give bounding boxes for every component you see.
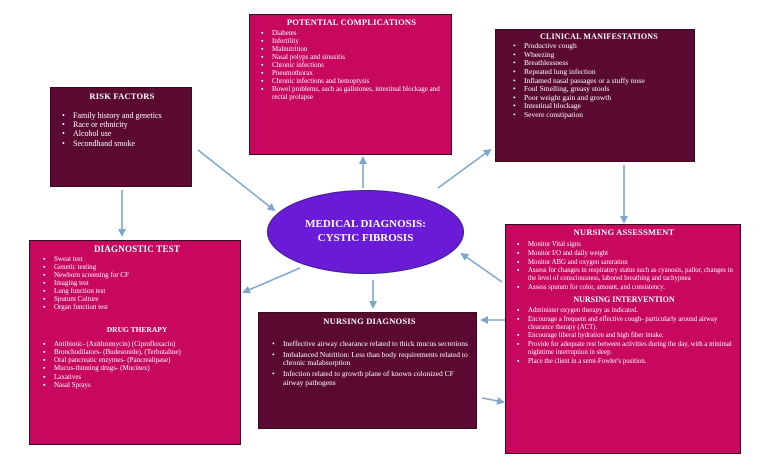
- nursing-assessment-title: NURSING ASSESSMENT: [573, 227, 675, 237]
- list-item: Oral pancreatic enzymes- (Pancrealipase): [40, 356, 234, 364]
- list-item: Chronic infections and hemoptysis: [258, 77, 445, 85]
- list-item: Alcohol use: [59, 129, 185, 138]
- list-item: Poor weight gain and growth: [510, 93, 688, 103]
- list-item: Pneumothorax: [258, 69, 445, 77]
- list-item: Encourage liberal hydration and high fib…: [514, 332, 734, 340]
- list-item: Nasal Sprays: [40, 381, 234, 389]
- list-item: Malnutrition: [258, 45, 445, 53]
- list-item: Diabetes: [258, 29, 445, 37]
- list-item: Monitor I/O and daily weight: [514, 250, 734, 258]
- list-item: Foul Smelling, greasy stools: [510, 84, 688, 94]
- center-line-2: CYSTIC FIBROSIS: [317, 232, 414, 244]
- list-item: Race or ethnicity: [59, 120, 185, 129]
- risk-factors-box: RISK FACTORS Family history and genetics…: [50, 87, 192, 187]
- list-item: Genetic testing: [40, 263, 234, 271]
- nursing-diagnosis-list: Ineffective airway clearance related to …: [269, 339, 470, 387]
- list-item: Lung function test: [40, 287, 234, 295]
- risk-factors-title: RISK FACTORS: [89, 91, 155, 101]
- list-item: Breathlessness: [510, 59, 688, 68]
- nursing-assessment-box: NURSING ASSESSMENT Monitor Vital signs M…: [505, 224, 741, 454]
- nursing-assessment-list: Monitor Vital signs Monitor I/O and dail…: [514, 241, 734, 292]
- list-item: Repeated lung infection: [510, 67, 688, 77]
- nursing-diagnosis-title: NURSING DIAGNOSIS: [323, 316, 416, 326]
- diagnostic-test-list: Sweat test Genetic testing Newborn scree…: [40, 255, 234, 311]
- arrow-center-to-manifestations: [437, 148, 492, 189]
- arrow-risk-to-center: [197, 149, 276, 212]
- list-item: Bowel problems, such as gallstones, inte…: [258, 85, 445, 101]
- list-item: Place the client in a semi-Fowler's posi…: [514, 358, 734, 366]
- list-item: Mucus-thinning drugs- (Mucinex): [40, 364, 234, 372]
- nursing-intervention-title: NURSING INTERVENTION: [573, 294, 675, 304]
- list-item: Assess sputum for color, amount, and con…: [514, 284, 734, 292]
- list-item: Assess for changes in respiratory status…: [514, 267, 734, 283]
- drug-therapy-title: DRUG THERAPY: [106, 325, 168, 335]
- list-item: Imbalanced Nutrition: Less than body req…: [269, 350, 470, 368]
- list-item: Productive cough: [510, 41, 688, 51]
- list-item: Secondhand smoke: [59, 139, 185, 148]
- potential-complications-title: POTENTIAL COMPLICATIONS: [286, 17, 417, 27]
- risk-factors-list: Family history and genetics Race or ethn…: [59, 111, 185, 148]
- list-item: Laxatives: [40, 373, 234, 381]
- list-item: Monitor Vital signs: [514, 241, 734, 249]
- clinical-manifestations-box: CLINICAL MANIFESTATIONS Productive cough…: [495, 29, 695, 162]
- list-item: Inflamed nasal passages or a stuffy nose: [510, 76, 688, 86]
- diagnostic-test-box: DIAGNOSTIC TEST Sweat test Genetic testi…: [29, 240, 241, 445]
- list-item: Administer oxygen therapy as indicated.: [514, 307, 734, 315]
- list-item: Severe constipation: [510, 110, 688, 120]
- nursing-intervention-list: Administer oxygen therapy as indicated. …: [514, 307, 734, 366]
- arrow-center-to-diagnostic: [242, 267, 301, 294]
- clinical-manifestations-title: CLINICAL MANIFESTATIONS: [540, 32, 658, 41]
- clinical-manifestations-list: Productive cough Wheezing Breathlessness…: [510, 41, 688, 120]
- center-line-1: MEDICAL DIAGNOSIS:: [305, 218, 426, 231]
- drug-therapy-list: Antibiotic- (Azithromycin) (Ciprofloxaci…: [40, 340, 234, 388]
- list-item: Imaging test: [40, 279, 234, 287]
- diagnostic-test-title: DIAGNOSTIC TEST: [93, 244, 181, 254]
- list-item: Infection related to growth plane of kno…: [269, 369, 470, 387]
- list-item: Antibiotic- (Azithromycin) (Ciprofloxaci…: [40, 340, 234, 348]
- arrow-assessment-to-center: [460, 252, 503, 283]
- list-item: Provide for adequate rest between activi…: [514, 341, 734, 357]
- list-item: Infertility: [258, 37, 445, 45]
- list-item: Newborn screening for CF: [40, 271, 234, 279]
- list-item: Monitor ABG and oxygen saturation: [514, 259, 734, 267]
- potential-complications-list: Diabetes Infertility Malnutrition Nasal …: [258, 29, 445, 101]
- nursing-diagnosis-box: NURSING DIAGNOSIS Ineffective airway cle…: [258, 312, 477, 429]
- potential-complications-box: POTENTIAL COMPLICATIONS Diabetes Inferti…: [249, 14, 452, 155]
- list-item: Ineffective airway clearance related to …: [269, 339, 470, 349]
- list-item: Wheezing: [510, 50, 688, 60]
- arrow-nursing-diagnosis-to-intervention: [481, 396, 505, 405]
- list-item: Family history and genetics: [59, 111, 185, 120]
- list-item: Intestinal blockage: [510, 102, 688, 111]
- list-item: Bronchodilators- (Budesonide), (Terbutal…: [40, 348, 234, 356]
- list-item: Organ function test: [40, 303, 234, 311]
- list-item: Chronic infections: [258, 61, 445, 69]
- list-item: Sweat test: [40, 255, 234, 263]
- medical-diagnosis-ellipse: MEDICAL DIAGNOSIS: CYSTIC FIBROSIS: [267, 190, 464, 274]
- list-item: Sputum Culture: [40, 295, 234, 303]
- list-item: Encourage a frequent and effective cough…: [514, 316, 734, 332]
- list-item: Nasal polyps and sinusitis: [258, 53, 445, 61]
